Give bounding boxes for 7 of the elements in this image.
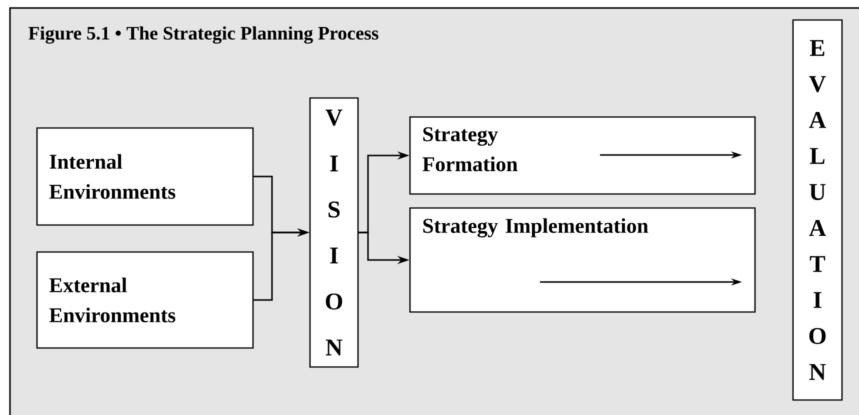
vertical-label-box: EVALUATION xyxy=(792,19,843,401)
input-box: External Environments xyxy=(36,251,254,349)
input-box: Internal Environments xyxy=(36,127,254,226)
figure-title: Figure 5.1 • The Strategic Planning Process xyxy=(28,26,378,44)
vertical-label-box: VISION xyxy=(309,97,359,368)
process-box: Strategy Implementation xyxy=(409,207,756,313)
process-box: Strategy Formation xyxy=(409,116,756,195)
